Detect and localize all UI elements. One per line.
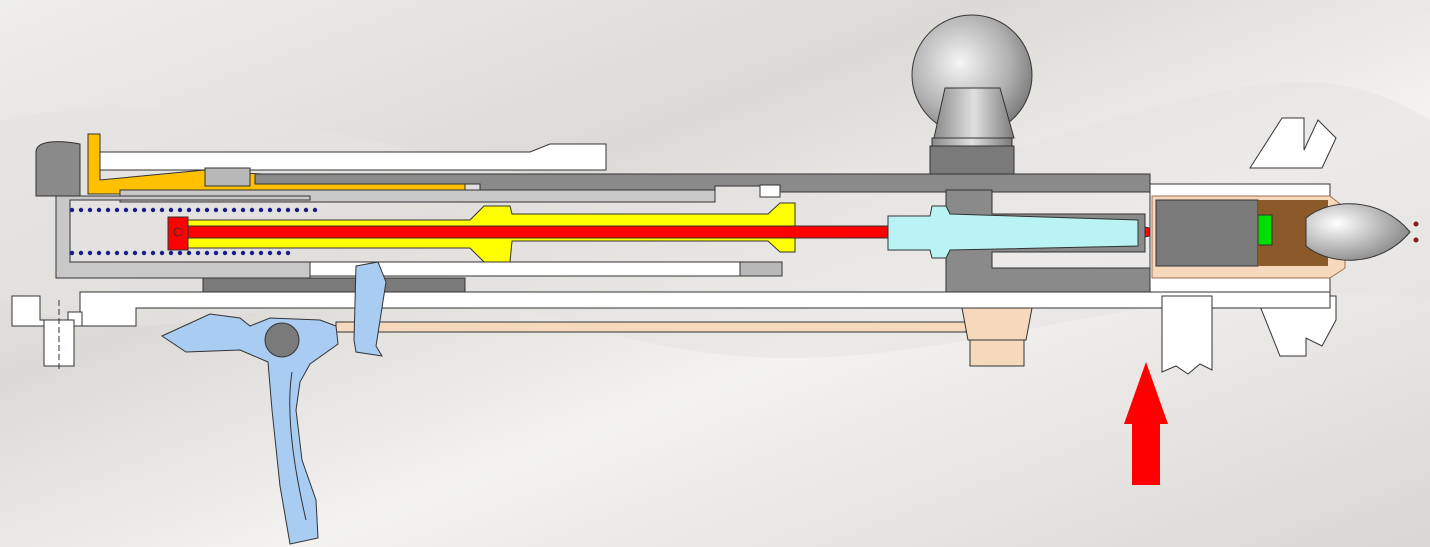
spring-coil [96, 207, 102, 213]
bolt-tip [887, 205, 1139, 259]
spring-coil [168, 207, 174, 213]
rear-mount [11, 295, 83, 372]
spring-coil [69, 250, 75, 256]
spring-coil [132, 207, 138, 213]
spring-coil [78, 250, 84, 256]
bullet-tip-dot-bottom [1413, 237, 1419, 243]
bullet-tip-dot-top [1413, 221, 1419, 227]
spring-coil [267, 250, 273, 256]
sear-foot [969, 339, 1025, 367]
case-head [1155, 199, 1259, 267]
spring-coil [69, 207, 75, 213]
spring-coil [222, 207, 228, 213]
lever-block [204, 167, 251, 187]
spring-coil [177, 250, 183, 256]
spring-coil [150, 207, 156, 213]
spring-coil [267, 207, 273, 213]
spring-coil [168, 250, 174, 256]
spring-coil [285, 207, 291, 213]
spring-coil [78, 207, 84, 213]
spring-coil [123, 207, 129, 213]
spring-coil [159, 250, 165, 256]
spring-coil [195, 250, 201, 256]
spring-coil [114, 207, 120, 213]
bolt-handle-knob [911, 14, 1033, 175]
spring-coil [303, 207, 309, 213]
spring-coil [204, 250, 210, 256]
spring-coil [231, 207, 237, 213]
bullet [1305, 203, 1411, 261]
firing-pin-hole [173, 227, 183, 237]
cocking-piece [35, 141, 81, 197]
spring-coil [141, 250, 147, 256]
spring-coil [312, 207, 318, 213]
spring-coil [213, 207, 219, 213]
spring-coil [186, 250, 192, 256]
trigger-edge [289, 371, 307, 521]
spring-coil [222, 250, 228, 256]
trigger [160, 313, 339, 545]
firing-pin-head [167, 216, 189, 251]
spring-coil [105, 207, 111, 213]
spring-coil [276, 207, 282, 213]
spring-coil [249, 250, 255, 256]
spring-coil [240, 207, 246, 213]
spring-coil [213, 250, 219, 256]
lower-guide-end [739, 261, 783, 277]
disconnector-rod [335, 321, 967, 333]
spring-coil [195, 207, 201, 213]
spring-coil [96, 250, 102, 256]
spring-coil [123, 250, 129, 256]
front-guard-top [1249, 117, 1337, 169]
spring-coil [276, 250, 282, 256]
spring-coil [258, 250, 264, 256]
spring-coil [177, 207, 183, 213]
sear-block [961, 307, 1033, 341]
front-guard-bottom [1255, 295, 1337, 357]
up-arrow-icon [1124, 362, 1168, 485]
mainspring-lower [69, 250, 291, 256]
spring-coil [294, 207, 300, 213]
spring-coil [204, 207, 210, 213]
spring-coil [87, 250, 93, 256]
spring-coil [231, 250, 237, 256]
sear-lever [353, 261, 387, 357]
mainspring [69, 207, 318, 213]
spring-coil [87, 207, 93, 213]
lower-rail [202, 277, 466, 293]
primer [1257, 214, 1273, 246]
spring-coil [141, 207, 147, 213]
small-white-block [759, 184, 781, 198]
spring-coil [159, 207, 165, 213]
support-post [1161, 295, 1213, 375]
spring-coil [240, 250, 246, 256]
spring-coil [132, 250, 138, 256]
spring-coil [105, 250, 111, 256]
bolt-body-rear [55, 195, 311, 279]
spring-coil [285, 250, 291, 256]
spring-coil [249, 207, 255, 213]
spring-coil [258, 207, 264, 213]
spring-coil [114, 250, 120, 256]
trigger-pivot [264, 322, 300, 358]
spring-coil [186, 207, 192, 213]
spring-coil [150, 250, 156, 256]
